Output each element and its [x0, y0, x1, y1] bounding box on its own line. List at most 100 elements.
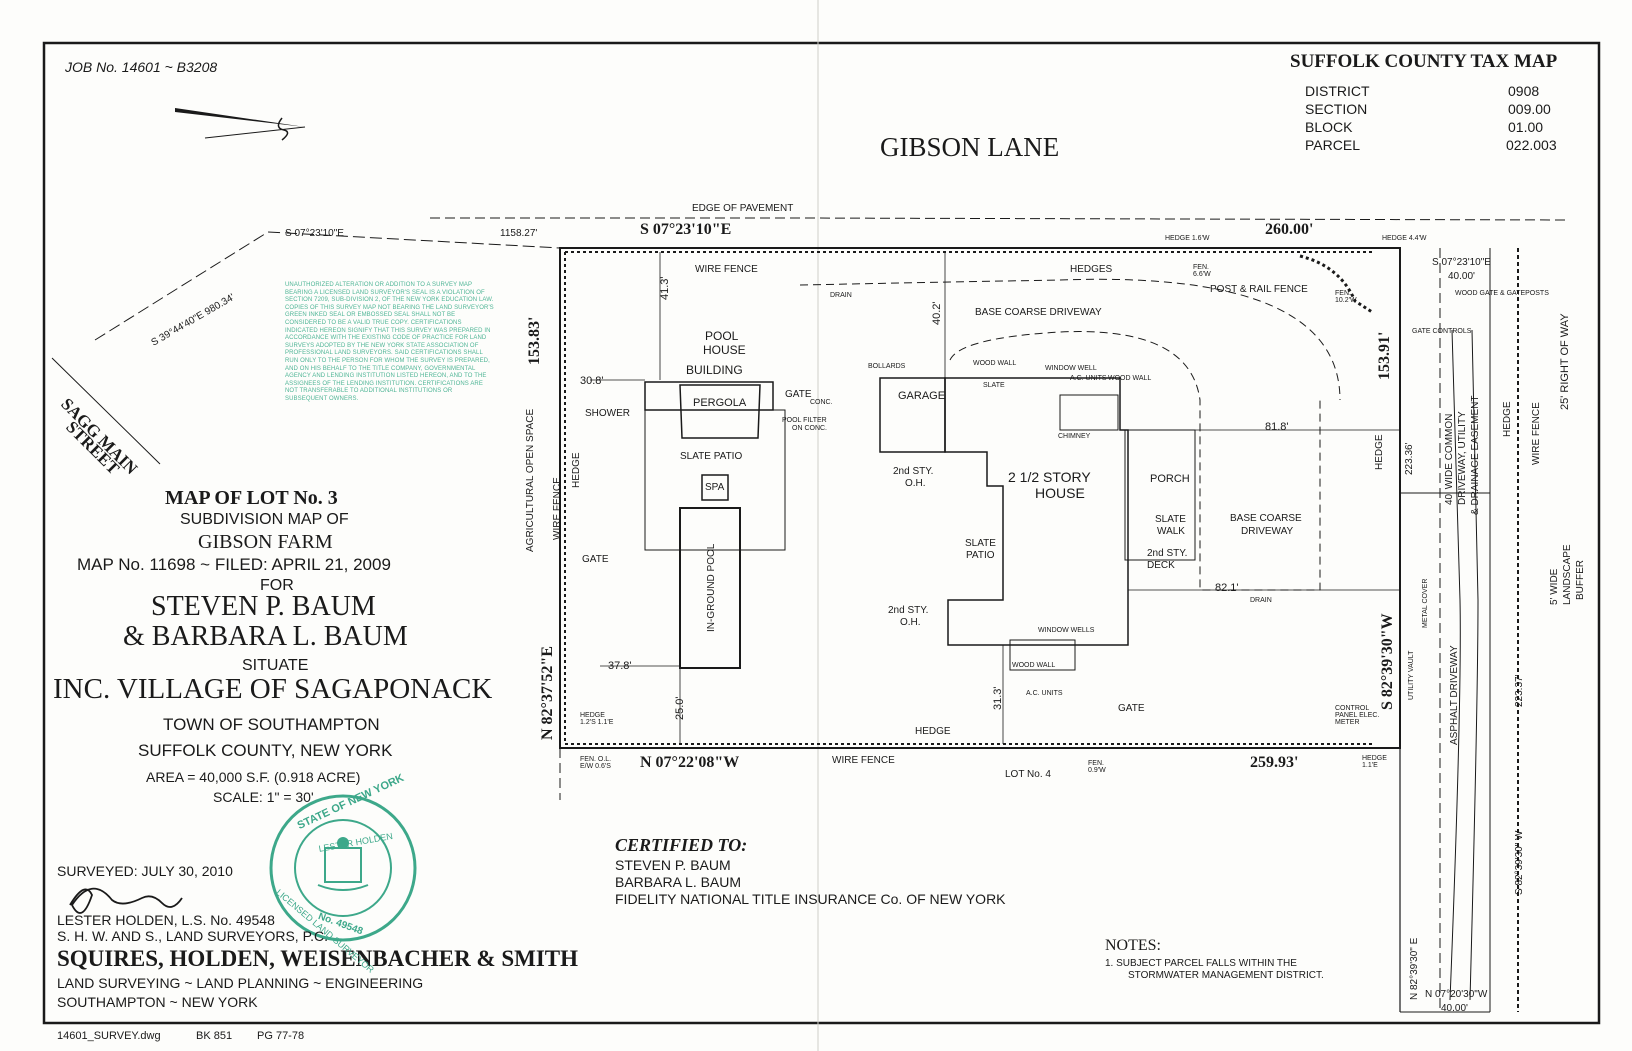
base-driveway-top-label: BASE COARSE DRIVEWAY — [975, 307, 1102, 318]
bearing-road: S 07°23'10"E — [285, 228, 344, 239]
dim-25-0: 25.0' — [674, 696, 686, 720]
common-drive-label-3: & DRAINAGE EASEMENT — [1470, 395, 1481, 515]
chimney-label: CHIMNEY — [1058, 433, 1091, 440]
ac-units-label-2: A.C. UNITS — [1026, 690, 1063, 697]
overhang-2-label-a: 2nd STY. — [888, 605, 929, 616]
spa-shape — [701, 474, 729, 501]
window-wells-label: WINDOW WELLS — [1038, 627, 1095, 634]
overhang-2-label-b: O.H. — [900, 617, 921, 628]
landscape-buffer-label-3: BUFFER — [1575, 560, 1586, 600]
notes-line-1: 1. SUBJECT PARCEL FALLS WITHIN THE — [1105, 958, 1297, 969]
overhang-1-label-b: O.H. — [905, 478, 926, 489]
title-subdivision: SUBDIVISION MAP OF — [180, 511, 349, 528]
title-owner-1: STEVEN P. BAUM — [151, 591, 376, 622]
distance-right-3: 223.36' — [1404, 442, 1415, 476]
hedge-west-label: HEDGE — [571, 452, 582, 488]
common-drive-label-2: DRIVEWAY, UTILITY — [1457, 411, 1468, 505]
dim-41-3: 41.3' — [659, 276, 671, 300]
lot-boundary — [559, 247, 1401, 749]
bearing-right-1: N 82°39'30" E — [1409, 937, 1420, 1000]
edge-of-pavement-line — [430, 217, 1566, 221]
hedge-44-label: HEDGE 4.4'W — [1382, 235, 1427, 242]
ag-open-space-label: AGRICULTURAL OPEN SPACE — [525, 408, 536, 552]
post-rail-fence-label: POST & RAIL FENCE — [1210, 284, 1308, 295]
certified-title: CERTIFIED TO: — [615, 835, 748, 855]
fen-66-label: FEN. 6.6'W — [1193, 264, 1211, 278]
pool-house-label-2: HOUSE — [703, 343, 746, 357]
surveyor-firm-short: S. H. W. AND S., LAND SURVEYORS, P.C. — [57, 928, 329, 944]
tax-value-parcel: 022.003 — [1506, 137, 1557, 153]
pool-label: IN-GROUND POOL — [706, 543, 717, 632]
surveyor-seal-icon — [269, 794, 417, 942]
gibson-lane-label: GIBSON LANE — [880, 132, 1060, 162]
lot4-label: LOT No. 4 — [1005, 769, 1051, 780]
slate-label: SLATE — [983, 382, 1005, 389]
green-stamp-text: UNAUTHORIZED ALTERATION OR ADDITION TO A… — [285, 282, 494, 402]
north-arrow-icon — [175, 108, 306, 141]
surveyed-date: SURVEYED: JULY 30, 2010 — [57, 863, 233, 879]
dim-40-2: 40.2' — [931, 301, 943, 325]
landscape-buffer-label-2: LANDSCAPE — [1562, 544, 1573, 605]
notes-line-2: STORMWATER MANAGEMENT DISTRICT. — [1128, 970, 1324, 981]
certified-line-1: STEVEN P. BAUM — [615, 857, 731, 873]
map-border — [42, 41, 1601, 1025]
title-farm: GIBSON FARM — [198, 531, 333, 553]
gate-north-label: GATE — [785, 389, 812, 400]
pool-house-label-3: BUILDING — [686, 363, 743, 377]
tax-label-parcel: PARCEL — [1305, 137, 1360, 153]
hedge-far-right-label: HEDGE — [1502, 401, 1513, 437]
ac-units-label-1: A.C. UNITS — [1070, 375, 1107, 382]
hedge-east-label: HEDGE — [1374, 434, 1385, 470]
distance-right-2: 223.37' — [1514, 674, 1525, 708]
metal-cover-label: METAL COVER — [1422, 578, 1429, 628]
distance-top: 260.00' — [1265, 221, 1314, 238]
certified-line-3: FIDELITY NATIONAL TITLE INSURANCE Co. OF… — [615, 891, 1006, 907]
bearing-east: S 82°39'30"W — [1379, 613, 1396, 710]
signature — [69, 887, 183, 914]
tax-label-block: BLOCK — [1305, 119, 1353, 135]
certified-line-2: BARBARA L. BAUM — [615, 874, 742, 890]
control-panel-label: CONTROL PANEL ELEC. METER — [1335, 705, 1380, 726]
notes-title: NOTES: — [1105, 937, 1161, 954]
hedge-16-label: HEDGE 1.6'W — [1165, 235, 1210, 242]
distance-west: 153.83' — [526, 316, 543, 365]
wood-gate-label: WOOD GATE & GATEPOSTS — [1455, 290, 1549, 297]
surveyor-services: LAND SURVEYING ~ LAND PLANNING ~ ENGINEE… — [57, 975, 424, 991]
road-centerline — [94, 231, 561, 341]
tax-value-section: 009.00 — [1508, 101, 1551, 117]
slate-patio2-label-1: SLATE — [965, 538, 996, 549]
fen-102-label: FEN. 10.2'W — [1335, 290, 1357, 304]
tax-label-district: DISTRICT — [1305, 83, 1370, 99]
bollards-label: BOLLARDS — [868, 363, 906, 370]
bearing-se: N 07°20'30"W — [1425, 989, 1488, 1000]
dim-30-8: 30.8' — [580, 375, 604, 387]
fen-09-label: FEN. 0.9'W — [1088, 760, 1106, 774]
right-of-way-label: 25' RIGHT OF WAY — [1559, 313, 1571, 410]
hedge-11-label: HEDGE 1.1'E — [1362, 755, 1387, 769]
sagg-street-line — [51, 357, 161, 465]
title-county: SUFFOLK COUNTY, NEW YORK — [138, 741, 393, 760]
file-name: 14601_SURVEY.dwg — [57, 1030, 161, 1042]
job-number: JOB No. 14601 ~ B3208 — [65, 59, 218, 75]
chimney-shape — [1059, 394, 1119, 431]
title-situate: SITUATE — [242, 657, 309, 674]
title-owner-2: & BARBARA L. BAUM — [123, 621, 408, 652]
bearing-right-2: S 82°39'30" W — [1514, 830, 1525, 896]
wood-wall-label-1: WOOD WALL — [973, 360, 1017, 367]
page-number: PG 77-78 — [257, 1030, 305, 1042]
landscape-buffer-label-1: 5' WIDE — [1549, 568, 1560, 605]
title-for: FOR — [260, 577, 294, 594]
drain-label-2: DRAIN — [1250, 597, 1272, 604]
dim-81-8: 81.8' — [1265, 421, 1289, 433]
wire-fence-west-label: WIRE FENCE — [552, 477, 563, 540]
base-driveway-right-label-2: DRIVEWAY — [1241, 526, 1294, 537]
tax-map-title: SUFFOLK COUNTY TAX MAP — [1290, 51, 1558, 72]
tax-value-district: 0908 — [1508, 83, 1540, 99]
hedge-bottom-label: HEDGE — [915, 726, 951, 737]
base-driveway — [799, 278, 1341, 591]
hedge-12-label: HEDGE 1.2'S 1.1'E — [580, 712, 614, 726]
bearing-west: N 82°37'52"E — [539, 646, 556, 740]
title-area: AREA = 40,000 S.F. (0.918 ACRE) — [146, 769, 361, 785]
porch-shape — [1124, 429, 1196, 561]
